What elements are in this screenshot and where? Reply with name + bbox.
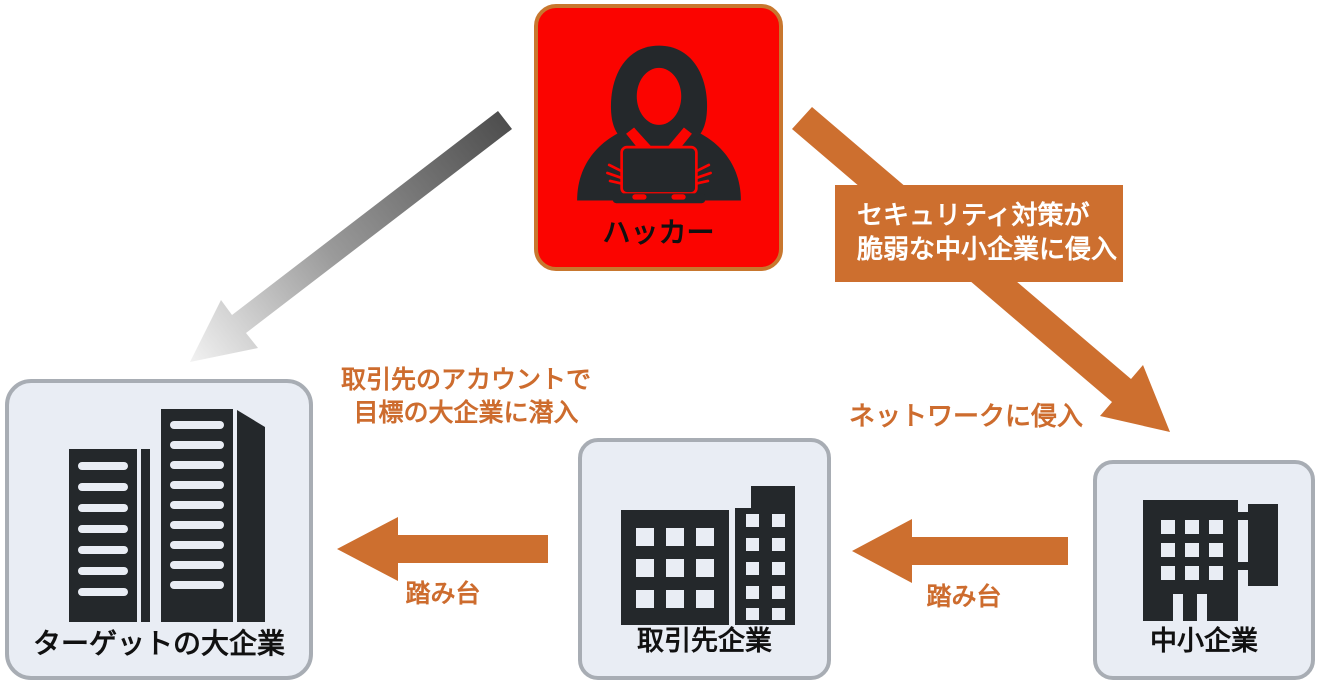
sme-card: 中小企業: [1093, 460, 1315, 680]
partner-company-label: 取引先企業: [637, 626, 772, 656]
account-infiltration-line1: 取引先のアカウントで: [340, 366, 591, 394]
stepping-stone-label-left: 踏み台: [405, 580, 481, 608]
target-company-card: ターゲットの大企業: [5, 379, 313, 680]
small-company-building-icon: [1143, 500, 1279, 623]
hacker-label: ハッカー: [602, 217, 715, 248]
target-company-label: ターゲットの大企業: [32, 628, 285, 659]
account-infiltration-line2: 目標の大企業に潜入: [353, 399, 579, 427]
gray-arrow-hacker-to-target: [190, 111, 512, 362]
orange-arrow-partner-to-target: [337, 517, 548, 581]
network-intrusion-label: ネットワークに侵入: [848, 401, 1083, 431]
hooded-hacker-laptop-icon: [570, 40, 748, 208]
hacker-card: ハッカー: [534, 4, 783, 271]
office-buildings-icon: [619, 478, 799, 628]
skyscrapers-icon: [57, 407, 267, 622]
account-infiltration-label: 取引先のアカウントで 目標の大企業に潜入: [316, 364, 616, 430]
orange-arrow-sme-to-partner: [852, 519, 1068, 583]
attack-callout-line1: セキュリティ対策が: [857, 200, 1090, 230]
sme-label: 中小企業: [1150, 626, 1258, 656]
partner-company-card: 取引先企業: [578, 438, 831, 680]
attack-callout: セキュリティ対策が 脆弱な中小企業に侵入: [835, 185, 1123, 282]
stepping-stone-label-right: 踏み台: [926, 583, 1002, 611]
attack-callout-line2: 脆弱な中小企業に侵入: [857, 234, 1118, 264]
